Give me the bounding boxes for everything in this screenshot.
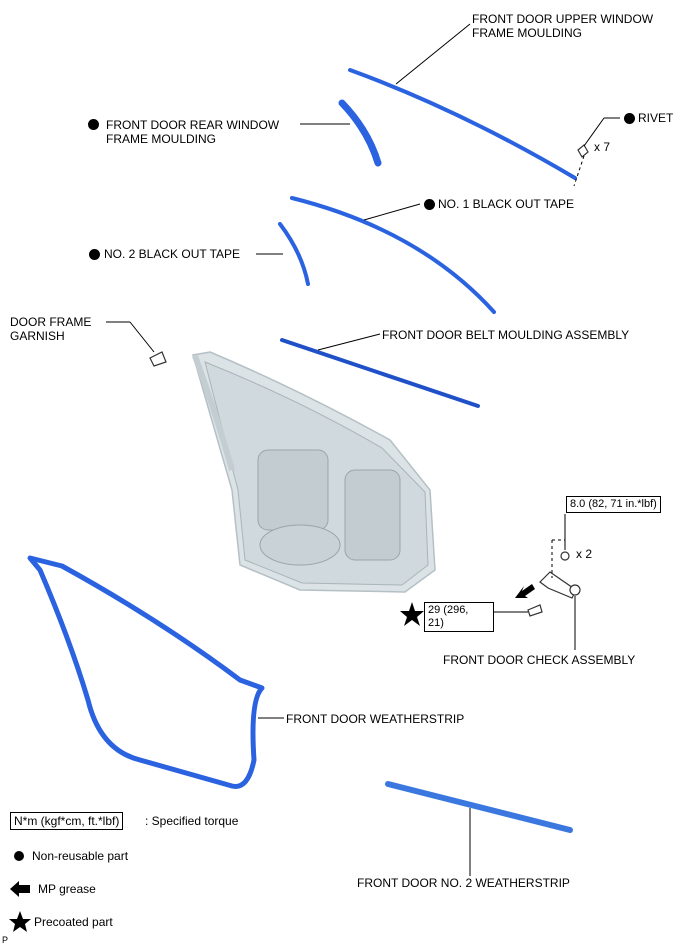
rear-window-moulding xyxy=(338,99,382,167)
rear-window-label-2: FRAME MOULDING xyxy=(106,132,217,146)
garnish-label-1: DOOR FRAME xyxy=(10,315,92,329)
footer-code: P xyxy=(2,935,9,945)
rivet-label: RIVET xyxy=(638,111,674,125)
legend-non-reusable: Non-reusable part xyxy=(32,849,129,863)
bolt-torque-box: 29 (296, 21) xyxy=(424,602,494,632)
legend-precoated: Precoated part xyxy=(34,915,113,929)
bolt-torque-line-2: 21) xyxy=(428,617,444,629)
black-out-1-label: NO. 1 BLACK OUT TAPE xyxy=(438,197,575,211)
non-reusable-dot-icon xyxy=(624,113,635,124)
non-reusable-dot-icon xyxy=(88,119,99,130)
legend-torque-box: N*m (kgf*cm, ft.*lbf) xyxy=(10,812,124,830)
legend-arrow-icon xyxy=(10,881,30,897)
non-reusable-dot-icon xyxy=(89,249,100,260)
door-frame-garnish xyxy=(149,351,167,367)
rivet-qty-label: x 7 xyxy=(594,140,611,154)
rear-window-label-1: FRONT DOOR REAR WINDOW xyxy=(106,118,280,132)
no2-weatherstrip xyxy=(385,781,573,833)
upper-window-label-1: FRONT DOOR UPPER WINDOW xyxy=(472,12,654,26)
check-assembly-label: FRONT DOOR CHECK ASSEMBLY xyxy=(443,653,636,667)
black-out-tape-2 xyxy=(278,222,310,286)
non-reusable-dot-icon xyxy=(424,199,435,210)
door-check-assembly xyxy=(527,551,581,617)
upper-window-moulding xyxy=(348,68,577,180)
check-nut-qty-label: x 2 xyxy=(576,547,593,561)
nut-torque-box: 8.0 (82, 71 in.*lbf) xyxy=(566,496,661,513)
precoated-star-icon xyxy=(400,602,424,626)
rivet xyxy=(577,144,589,158)
grease-arrow-icon xyxy=(515,584,535,598)
legend-torque-desc: : Specified torque xyxy=(145,814,239,828)
weatherstrip xyxy=(27,555,265,789)
garnish-label-2: GARNISH xyxy=(10,329,65,343)
black-out-2-label: NO. 2 BLACK OUT TAPE xyxy=(104,247,241,261)
front-door-panel xyxy=(192,351,436,593)
no2-weatherstrip-label: FRONT DOOR NO. 2 WEATHERSTRIP xyxy=(357,876,570,890)
upper-window-label-2: FRAME MOULDING xyxy=(472,26,583,40)
legend-star-icon xyxy=(9,911,31,932)
black-out-tape-1 xyxy=(290,196,496,314)
bolt-torque-line-1: 29 (296, xyxy=(428,604,469,616)
weatherstrip-label: FRONT DOOR WEATHERSTRIP xyxy=(286,712,465,726)
belt-moulding xyxy=(280,338,480,408)
legend-dot-icon xyxy=(14,851,24,861)
legend-mp-grease: MP grease xyxy=(38,882,96,896)
belt-moulding-label: FRONT DOOR BELT MOULDING ASSEMBLY xyxy=(382,328,630,342)
